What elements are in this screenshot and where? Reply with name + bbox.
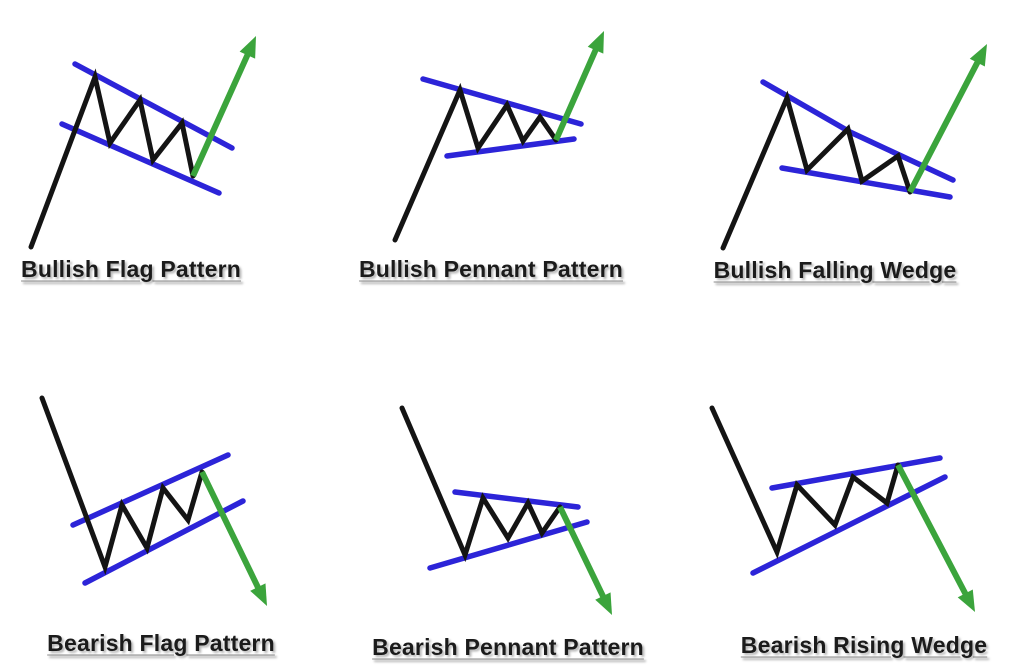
label-bullish-pennant: Bullish Pennant Pattern	[358, 256, 624, 282]
pattern-bullish-pennant	[392, 31, 604, 243]
bearish-pennant-breakout-arrow-head	[595, 592, 612, 615]
bullish-pennant-breakout-arrow-shaft	[553, 43, 601, 142]
bullish-pennant-price-path	[392, 82, 559, 243]
bullish-flag-upper-trendline	[72, 61, 235, 151]
bearish-flag-breakout-arrow-head	[250, 583, 267, 606]
bearish-rising-wedge-breakout-arrow-head	[957, 589, 975, 612]
bullish-falling-wedge-price-path	[720, 90, 913, 251]
bearish-flag-upper-trendline	[70, 452, 231, 528]
bullish-pennant-breakout-arrow-head	[587, 31, 604, 54]
pattern-bullish-flag	[28, 36, 256, 250]
label-bullish-falling-wedge: Bullish Falling Wedge	[713, 257, 957, 283]
pattern-bearish-pennant	[399, 405, 612, 615]
label-bullish-flag: Bullish Flag Pattern	[21, 256, 241, 282]
bearish-rising-wedge-price-path	[709, 405, 901, 560]
bullish-pennant-lower-trendline	[444, 136, 577, 159]
bearish-flag-breakout-arrow-shaft	[199, 470, 264, 594]
bearish-pennant-breakout-arrow-shaft	[557, 505, 609, 603]
bullish-falling-wedge-breakout-arrow-head	[969, 44, 987, 67]
bullish-flag-breakout-arrow-head	[239, 36, 256, 59]
bullish-flag-breakout-arrow-shaft	[190, 48, 253, 178]
bearish-flag-price-path	[39, 395, 205, 576]
bearish-pennant-lower-trendline	[427, 519, 590, 571]
bearish-pennant-upper-trendline	[452, 489, 581, 510]
bearish-rising-wedge-upper-trendline	[769, 455, 943, 491]
bearish-pennant-price-path	[399, 405, 563, 563]
label-bearish-rising-wedge: Bearish Rising Wedge	[740, 632, 988, 658]
bearish-rising-wedge-breakout-arrow-shaft	[895, 463, 971, 601]
pattern-bearish-flag	[39, 395, 267, 606]
bullish-flag-lower-trendline	[59, 121, 222, 196]
bullish-flag-price-path	[28, 68, 196, 250]
bullish-falling-wedge-lower-trendline	[779, 165, 953, 200]
bullish-pennant-upper-trendline	[420, 76, 584, 127]
label-bearish-flag: Bearish Flag Pattern	[47, 630, 275, 656]
label-bearish-pennant: Bearish Pennant Pattern	[372, 634, 644, 660]
pattern-bullish-falling-wedge	[720, 44, 987, 251]
bullish-falling-wedge-breakout-arrow-shaft	[907, 55, 983, 194]
pattern-bearish-rising-wedge	[709, 405, 975, 612]
bearish-flag-lower-trendline	[82, 498, 246, 586]
